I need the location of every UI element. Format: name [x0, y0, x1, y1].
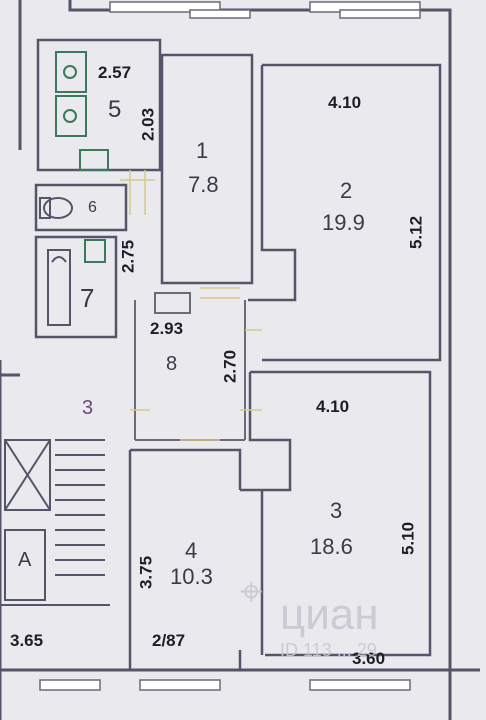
watermark-id: ID 113 ... 29: [280, 640, 377, 660]
bath-block: [34, 38, 162, 339]
dim-room2-depth: 5.12: [406, 215, 426, 250]
windows-bottom: [39, 679, 411, 691]
dim-hall-depth: 2.70: [220, 349, 240, 384]
room-3-walls: [240, 370, 432, 657]
stair-label: 3: [82, 397, 94, 419]
room-1-walls: [160, 53, 254, 285]
room-3-area: 18.6: [310, 534, 353, 559]
room-6-number: 6: [88, 199, 97, 216]
room-1-number: 1: [196, 138, 209, 163]
watermark-logo-icon: ⌖: [240, 570, 263, 614]
dim-room3-width: 4.10: [316, 397, 350, 416]
dim-left-bottom: 3.65: [10, 631, 44, 650]
windows-top: [109, 1, 421, 19]
dim-hall-width: 2.93: [150, 319, 184, 338]
room-2-area: 19.9: [322, 210, 365, 235]
room-4-area: 10.3: [170, 564, 213, 589]
room-8-number: 8: [166, 353, 178, 375]
room-2-number: 2: [340, 178, 353, 203]
room-4-walls: [128, 448, 242, 670]
toilet-icon: [39, 197, 73, 219]
dim-room4-depth: 3.75: [136, 555, 156, 590]
dim-bath-width: 2.57: [98, 63, 132, 82]
stair-block: [0, 439, 110, 606]
room-4-number: 4: [185, 538, 198, 563]
room-7-number: 7: [80, 283, 95, 313]
room-3-number: 3: [330, 498, 343, 523]
room-2-walls: [248, 63, 442, 362]
room-5-number: 5: [108, 96, 122, 123]
dim-room3-depth: 5.10: [398, 521, 418, 556]
dim-room2-width: 4.10: [328, 93, 362, 112]
bathtub-icon: [47, 249, 71, 326]
room-1-area: 7.8: [188, 172, 219, 197]
dim-right-bottom: 3.60: [352, 649, 386, 668]
dim-wc-depth: 2.75: [118, 239, 138, 274]
sink-icon: [55, 51, 109, 263]
watermark-brand: циан: [280, 590, 379, 639]
door-ticks: [120, 170, 262, 441]
apartment-number: 2/87: [152, 631, 186, 650]
elevator-label: A: [18, 549, 32, 571]
dim-bath-depth: 2.03: [138, 107, 158, 142]
